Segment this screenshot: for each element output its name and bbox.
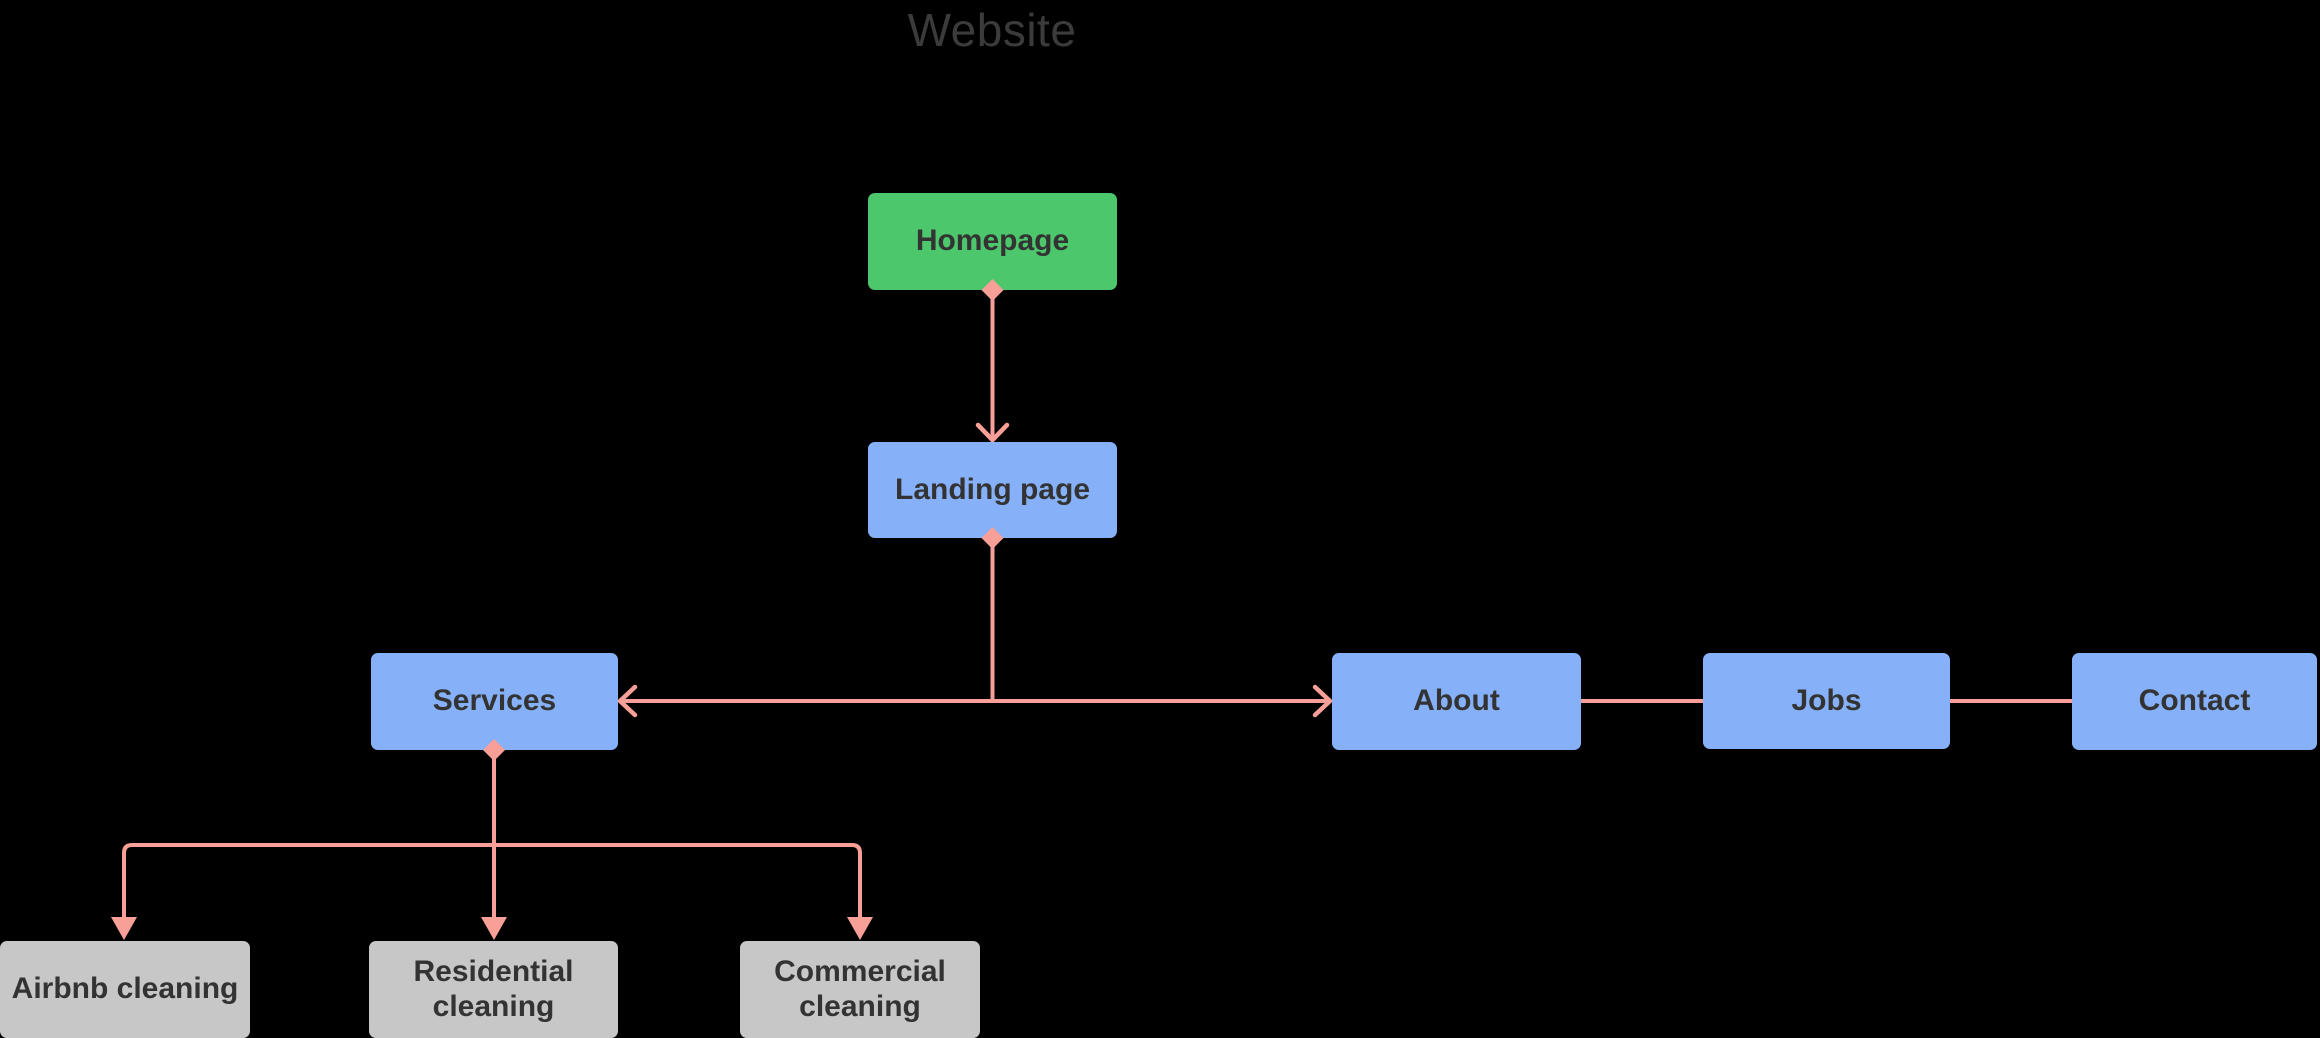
- node-jobs-label: Jobs: [1791, 683, 1862, 717]
- node-commercial-cleaning[interactable]: Commercial cleaning: [740, 941, 980, 1038]
- edge-services-children-bracket[interactable]: [122, 843, 862, 919]
- node-contact[interactable]: Contact: [2072, 653, 2317, 750]
- node-landing-page[interactable]: Landing page: [868, 442, 1117, 538]
- arrowhead-down-airbnb-icon: [111, 917, 137, 940]
- node-airbnb-cleaning[interactable]: Airbnb cleaning: [0, 941, 250, 1038]
- node-residential-cleaning[interactable]: Residential cleaning: [369, 941, 618, 1038]
- node-about[interactable]: About: [1332, 653, 1581, 750]
- node-services-label: Services: [432, 684, 557, 718]
- node-commercial-cleaning-label: Commercial cleaning: [774, 955, 946, 1023]
- arrowhead-right-about-icon: [1312, 684, 1333, 718]
- arrowhead-down-landing-icon: [975, 422, 1010, 443]
- node-homepage[interactable]: Homepage: [868, 193, 1117, 290]
- node-residential-cleaning-label: Residential cleaning: [413, 955, 574, 1023]
- diagram-title: Website: [907, 4, 1077, 56]
- arrowhead-down-commercial-icon: [847, 917, 873, 940]
- node-contact-label: Contact: [2138, 684, 2251, 718]
- node-services[interactable]: Services: [371, 653, 618, 750]
- node-homepage-label: Homepage: [915, 224, 1070, 258]
- node-jobs[interactable]: Jobs: [1703, 653, 1950, 749]
- node-landing-page-label: Landing page: [895, 472, 1090, 506]
- arrowhead-left-services-icon: [617, 684, 638, 718]
- arrowhead-down-residential-icon: [481, 917, 507, 940]
- node-about-label: About: [1413, 684, 1500, 718]
- node-airbnb-cleaning-label: Airbnb cleaning: [11, 972, 239, 1006]
